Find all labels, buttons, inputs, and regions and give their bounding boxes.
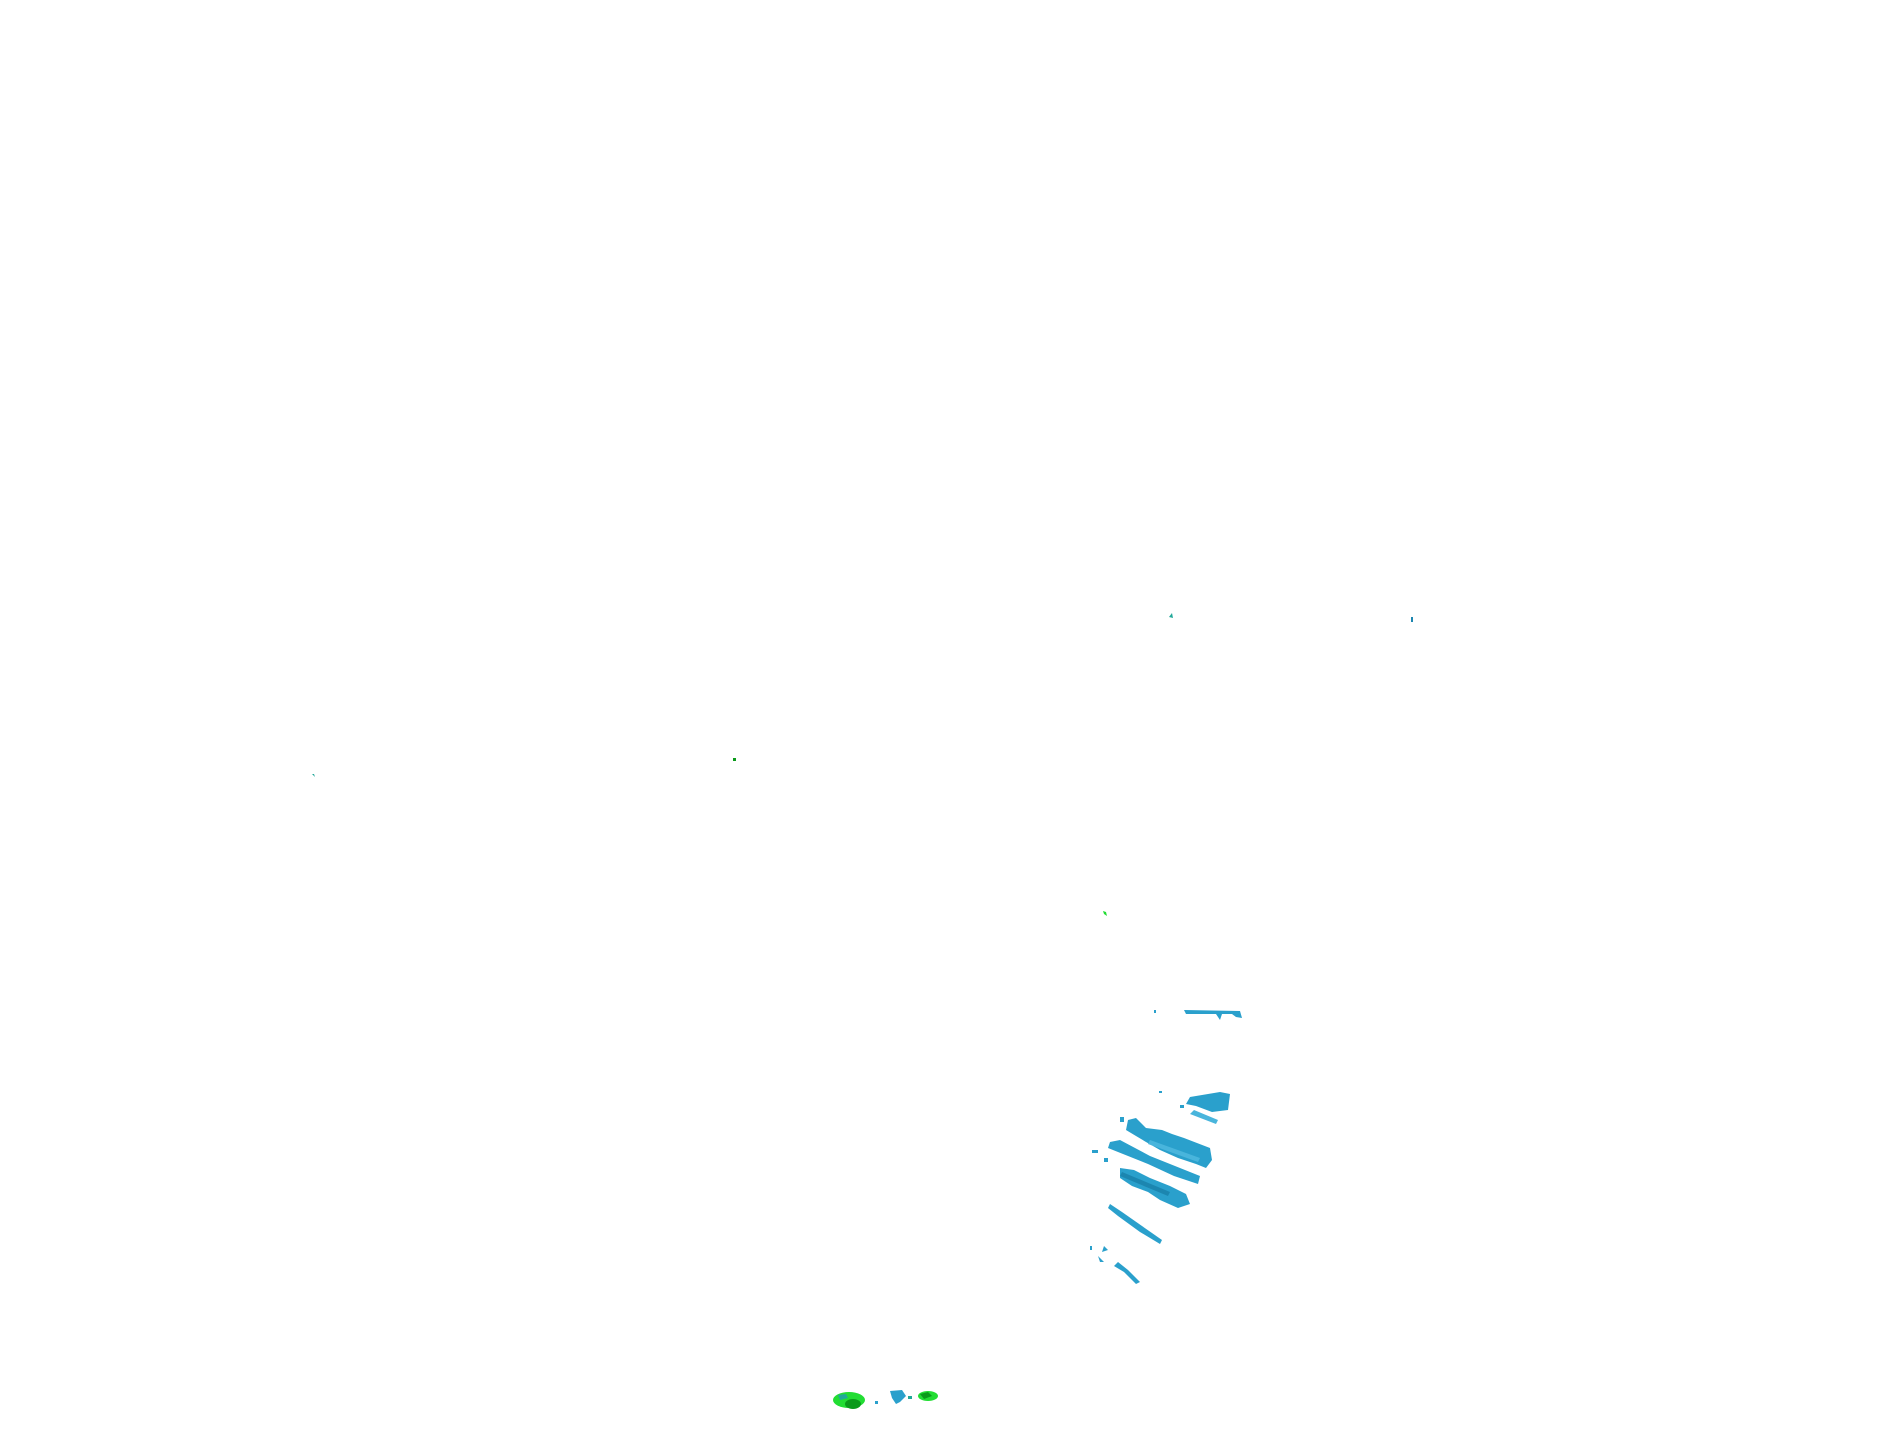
teal-fragment: [838, 1394, 848, 1400]
stripe-thin: [1114, 1262, 1140, 1284]
stripe-shadow: [1120, 1172, 1170, 1196]
speck: [733, 758, 736, 761]
stripe-fragment: [1098, 1256, 1104, 1262]
stripe-highlight: [1148, 1140, 1200, 1162]
stripe: [1184, 1010, 1242, 1020]
stripe-fragment: [1154, 1010, 1156, 1013]
stripe-fragment: [1120, 1117, 1124, 1122]
stripe-block: [1186, 1092, 1230, 1112]
stripe-band: [1108, 1140, 1200, 1184]
stripe-fragment: [1104, 1158, 1108, 1162]
speck: [1411, 617, 1413, 622]
speck: [875, 1401, 878, 1404]
speck: [1103, 911, 1107, 916]
stripe-thin: [1108, 1204, 1162, 1244]
isolated-specks: [312, 613, 1413, 916]
green-blob-shadow: [845, 1399, 861, 1409]
stripe-fragment: [1092, 1150, 1098, 1153]
blue-blob: [890, 1390, 906, 1404]
speck: [908, 1396, 912, 1399]
speck: [1169, 613, 1173, 618]
stripe-fragment: [1180, 1105, 1184, 1108]
stripe-fragment: [1090, 1246, 1092, 1250]
stripe: [1190, 1110, 1218, 1124]
stripe-fragment: [1159, 1091, 1162, 1093]
point-cloud-stripes: [1090, 1010, 1242, 1284]
ground-blobs: [833, 1390, 938, 1409]
speck: [312, 774, 315, 777]
green-blob-shadow: [920, 1392, 932, 1399]
stripe-fragment: [1102, 1246, 1108, 1252]
